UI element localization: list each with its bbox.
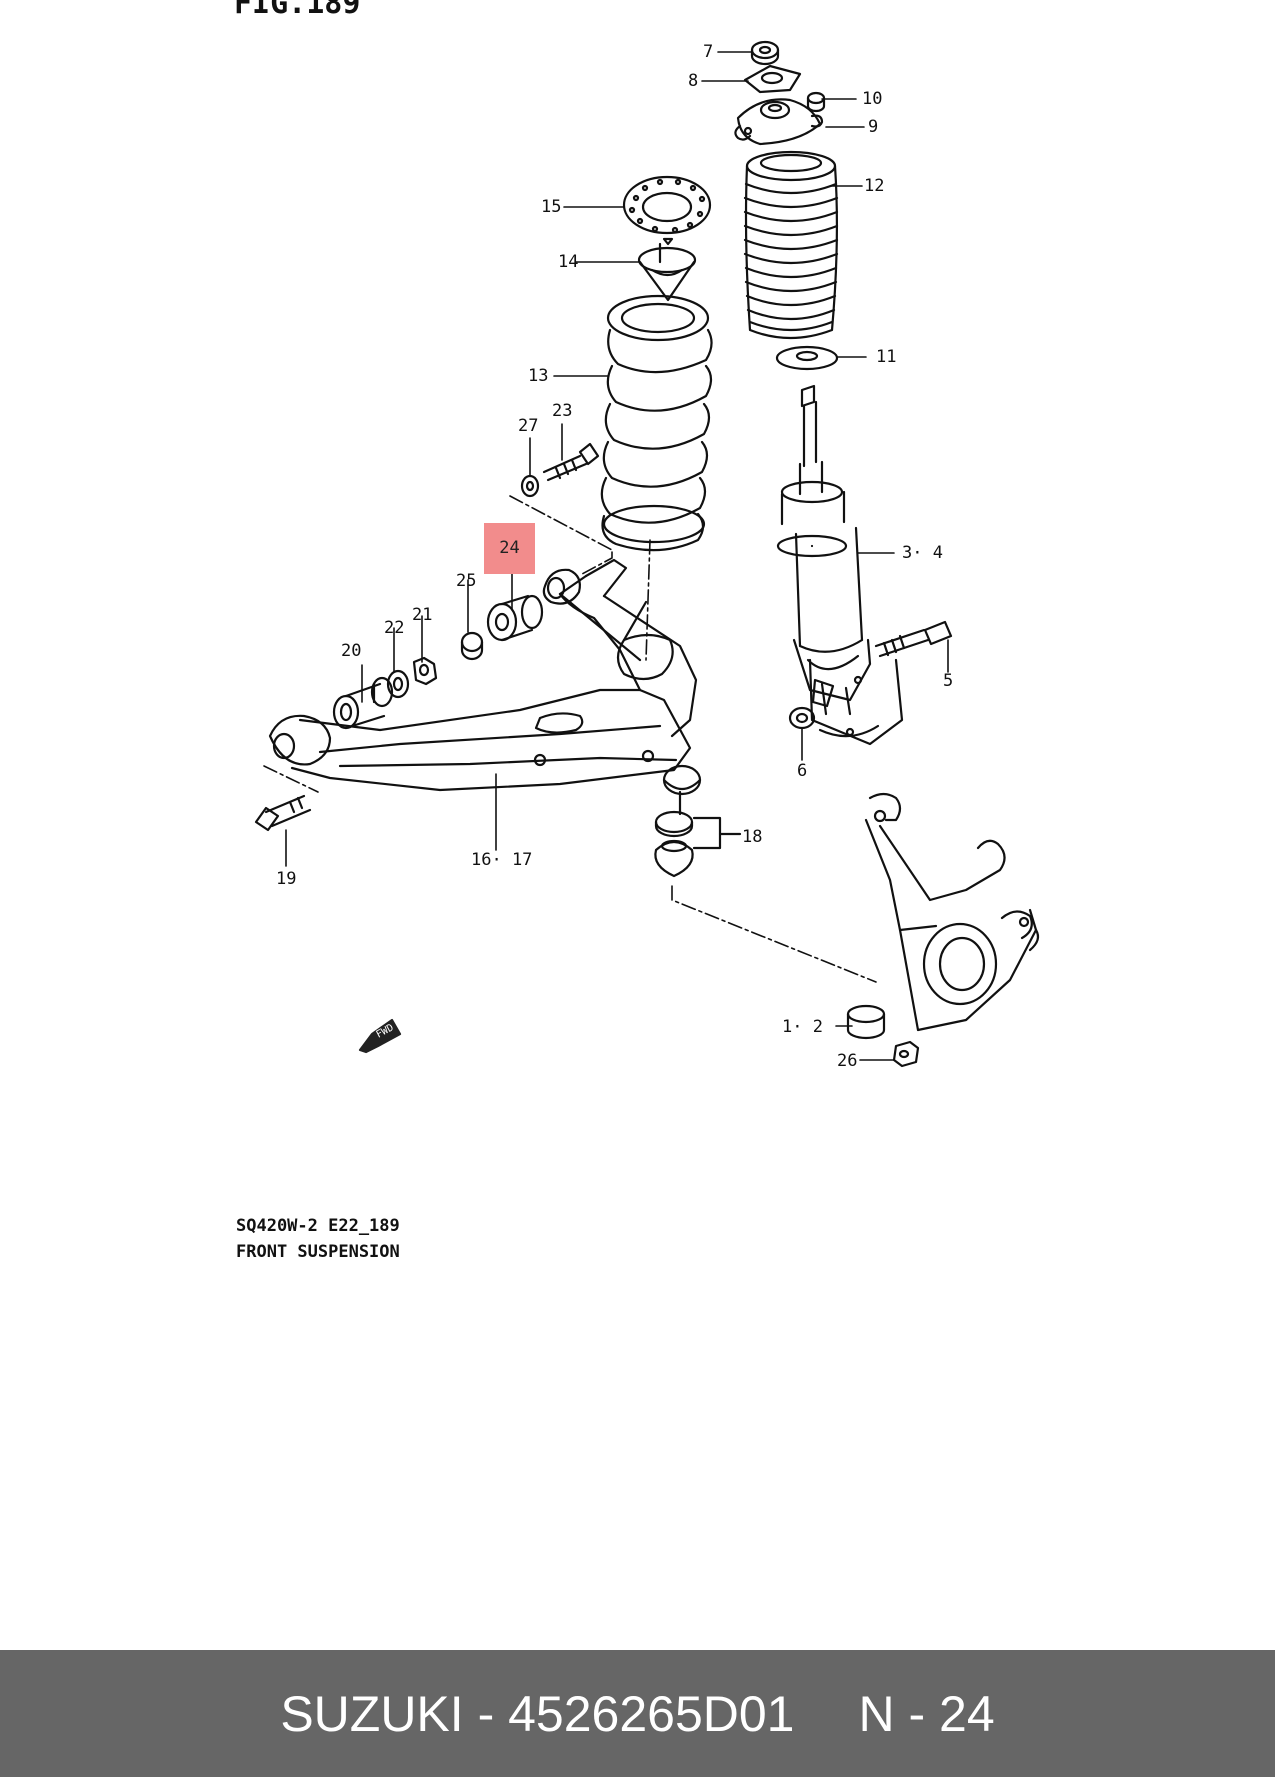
- front-bushing-part: [332, 676, 394, 730]
- ball-joint-part: [654, 764, 742, 878]
- callout-15[interactable]: 15: [541, 197, 562, 217]
- callout-18[interactable]: 18: [742, 827, 763, 847]
- strut-mount-part: [734, 98, 824, 146]
- callout-14[interactable]: 14: [558, 252, 579, 272]
- upper-arm-washer-part: [520, 474, 540, 498]
- callout-5[interactable]: 5: [943, 671, 954, 691]
- rear-bushing-part: [486, 594, 544, 642]
- callout-10[interactable]: 10: [862, 89, 883, 109]
- steering-knuckle-part: [864, 792, 1040, 1032]
- callout-6[interactable]: 6: [797, 761, 808, 781]
- brand-part-number: SUZUKI - 4526265D01: [280, 1685, 795, 1742]
- diagram-line-art: [254, 40, 1040, 1068]
- callout-7[interactable]: 7: [703, 42, 714, 62]
- leader-lines: [285, 51, 949, 1061]
- figure-title: FIG.189: [234, 0, 361, 21]
- upper-washer-part: [743, 64, 802, 94]
- knuckle-spacer-part: [846, 1004, 886, 1040]
- callout-21[interactable]: 21: [412, 605, 433, 625]
- top-nut-part: [750, 40, 780, 66]
- bushing-washer-part: [386, 669, 410, 699]
- diagram-code-caption: SQ420W-2 E22_189: [236, 1216, 400, 1236]
- callout-13[interactable]: 13: [528, 366, 549, 386]
- callout-22[interactable]: 22: [384, 618, 405, 638]
- dust-boot-part: [743, 150, 839, 340]
- callout-3-4[interactable]: 3· 4: [902, 543, 943, 563]
- callout-1-2[interactable]: 1· 2: [782, 1017, 823, 1037]
- callout-8[interactable]: 8: [688, 71, 699, 91]
- upper-arm-bolt-part: [542, 442, 600, 482]
- strut-assembly-part: [776, 384, 904, 746]
- callout-26[interactable]: 26: [837, 1051, 858, 1071]
- mount-nut-part: [806, 91, 826, 113]
- part-info-footer: SUZUKI - 4526265D01 N - 24: [0, 1650, 1275, 1777]
- diagram-position: N - 24: [858, 1685, 995, 1742]
- callout-12[interactable]: 12: [864, 176, 885, 196]
- callout-25[interactable]: 25: [456, 571, 477, 591]
- callout-11[interactable]: 11: [876, 347, 897, 367]
- relation-lines: [263, 495, 877, 983]
- callout-20[interactable]: 20: [341, 641, 362, 661]
- callout-27[interactable]: 27: [518, 416, 539, 436]
- bump-stopper-part: [637, 237, 697, 302]
- strut-nut-part: [788, 706, 816, 730]
- arm-bolt-part: [254, 794, 312, 832]
- callout-23[interactable]: 23: [552, 401, 573, 421]
- lower-control-arm-part: [268, 558, 698, 792]
- diagram-title-caption: FRONT SUSPENSION: [236, 1242, 400, 1262]
- callout-16-17[interactable]: 16· 17: [471, 850, 533, 870]
- boot-washer-part: [775, 345, 839, 371]
- coil-spring-part: [600, 294, 713, 552]
- forward-arrow-icon: [358, 1018, 402, 1054]
- exploded-parts-diagram: FIG.189: [234, 0, 1040, 1262]
- callout-24-highlighted[interactable]: 24: [484, 523, 535, 574]
- knuckle-nut-part: [892, 1040, 920, 1068]
- callout-9[interactable]: 9: [868, 117, 879, 137]
- callout-19[interactable]: 19: [276, 869, 297, 889]
- strut-bolt-part: [874, 620, 953, 658]
- bushing-nut-part: [412, 656, 438, 686]
- spring-seat-part: [622, 175, 712, 235]
- rear-nut-part: [460, 631, 484, 661]
